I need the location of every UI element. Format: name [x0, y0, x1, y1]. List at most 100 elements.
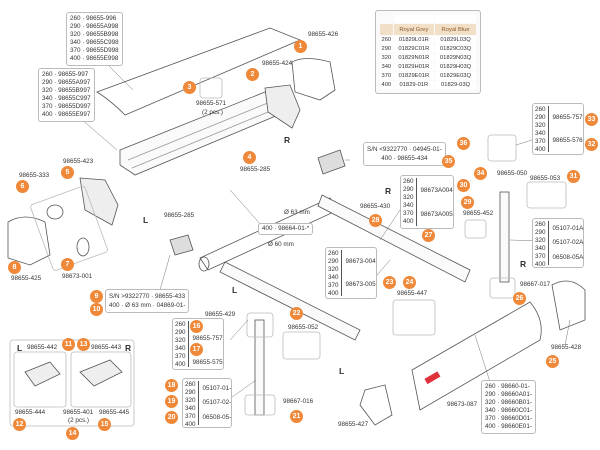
fabric-cell: 01829E03Q: [435, 72, 476, 80]
code: 400 · 98655E998: [70, 55, 119, 62]
code: 06508-05A: [552, 254, 584, 262]
size: 400: [175, 361, 186, 368]
callout-badge: 1: [294, 40, 307, 53]
part-label: 98655-423: [63, 158, 94, 165]
part-label: 98655-053: [530, 175, 561, 182]
royal-blue-swatch: [435, 15, 476, 23]
size: 340: [535, 130, 546, 137]
size: 370: [535, 253, 546, 260]
part-label: 98655-430: [360, 203, 391, 210]
top-cover: [96, 27, 302, 116]
side-mark-right: R: [520, 259, 527, 269]
side-mark-left: L: [143, 215, 149, 225]
callout-badge: 3: [183, 81, 196, 94]
code: 98673-005: [345, 281, 376, 288]
end-plate-left: [79, 177, 119, 226]
code: 320 · 98655B997: [42, 87, 91, 94]
code: 340 · 98655C997: [42, 95, 91, 102]
part-label: 98655-444: [15, 409, 46, 416]
callout-badge: 25: [546, 355, 559, 368]
end-plug: [169, 234, 194, 256]
fabric-cell: 400: [380, 81, 393, 89]
callout-badge: 32: [585, 138, 598, 151]
part-label: 98667-017: [520, 281, 551, 288]
callout-badge: 13: [77, 338, 90, 351]
size: 320: [175, 337, 186, 344]
code: 98673A005: [420, 210, 453, 218]
part-label: 98655-424: [262, 60, 293, 67]
code: 400 · 98655E997: [42, 111, 91, 118]
size: 260: [535, 106, 546, 113]
code: 400 · Ø 63 mm · 04869-01-: [109, 302, 186, 309]
size: 370: [535, 138, 546, 145]
callout-badge: 15: [98, 418, 111, 431]
size: 290: [403, 186, 414, 193]
part-label: 98655-429: [205, 311, 236, 318]
code: 370 · 98655D997: [42, 103, 91, 110]
quantity-label: (2 pcs.): [68, 417, 89, 424]
callout-badge: 30: [457, 179, 470, 192]
callout-badge: 8: [8, 261, 21, 274]
callout-badge: 18: [165, 379, 178, 392]
size: 260: [328, 250, 339, 257]
code: 260 · 98660-01-: [485, 383, 530, 390]
size: 260: [535, 221, 546, 228]
end-cap-left: [7, 216, 51, 266]
part-label: 98655-333: [19, 172, 50, 179]
fabric-cell: 01829C03Q: [435, 45, 476, 53]
callout-badge: 26: [513, 292, 526, 305]
code: 260 · 98655-996: [70, 15, 117, 22]
size: 400: [535, 261, 546, 268]
size: 340: [403, 202, 414, 209]
code: 06508-05-: [202, 414, 232, 422]
callout-badge: 7: [61, 258, 74, 271]
callout-badge: 2: [246, 68, 259, 81]
size: 340: [535, 245, 546, 252]
tube-code: 400 · 98664-01-*: [258, 223, 314, 235]
callout-badge: 11: [62, 338, 75, 351]
side-mark-left: L: [232, 285, 238, 295]
code: 05107-02A: [552, 239, 584, 247]
callout-badge: 20: [165, 411, 178, 424]
code: 98655-575: [192, 359, 223, 366]
drive-unit: [317, 149, 346, 175]
part-label: 98655-285: [240, 166, 271, 173]
fabric-cell: 01829C01R: [393, 45, 435, 53]
code: 98655-576: [552, 137, 583, 144]
fabric-cell: 340: [380, 63, 393, 71]
side-mark-right: R: [385, 186, 392, 196]
code: 05107-02-: [202, 399, 232, 407]
drive-codes: S/N <9322770 · 04945-01-400 · 98655-434: [363, 142, 446, 166]
dimension-label: Ø 63 mm: [284, 209, 310, 216]
code: S/N <9322770 · 04945-01-: [367, 146, 442, 153]
size: 340: [328, 274, 339, 281]
part-label: 98673-001: [62, 273, 93, 280]
side-mark-right: R: [125, 343, 132, 353]
front-cap-left: [359, 384, 393, 426]
callout-badge: 14: [66, 427, 79, 440]
size: 290: [535, 114, 546, 121]
size: 340: [175, 345, 186, 352]
header: [380, 24, 393, 35]
part-label: 98655-447: [397, 290, 428, 297]
callout-badge: 31: [567, 170, 580, 183]
fabric-cell: 01829L01R: [393, 36, 435, 44]
code: 370 · 98655D998: [70, 47, 119, 54]
part-label: 98655-425: [11, 275, 42, 282]
fabric-cell: 01829H01R: [393, 63, 435, 71]
size: 320: [328, 266, 339, 273]
size: 290: [175, 329, 186, 336]
code: 340 · 98660C01-: [485, 407, 533, 414]
callout-badge: 5: [61, 166, 74, 179]
size: 320: [535, 237, 546, 244]
header: Royal Grey: [393, 24, 435, 35]
part-label: 98655-442: [27, 344, 58, 351]
